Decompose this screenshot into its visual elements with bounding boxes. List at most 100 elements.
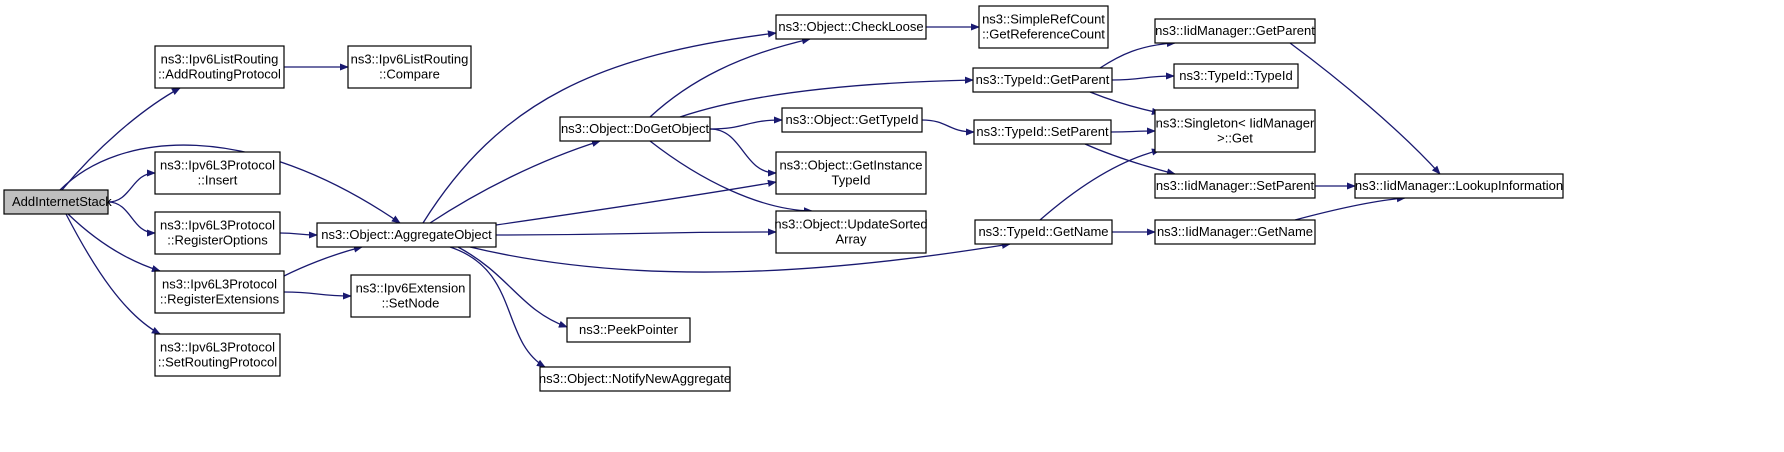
edge-aggregate-to-do_get (429, 140, 601, 224)
node-lookup[interactable]: ns3::IidManager::LookupInformation (1354, 173, 1564, 199)
edge-get_typeid-to-tid_setparent (921, 119, 975, 136)
node-tid-setparent[interactable]: ns3::TypeId::SetParent (973, 119, 1112, 145)
node-label-line: ns3::Object::AggregateObject (321, 227, 492, 242)
node-box (978, 5, 1109, 49)
edge-path (61, 87, 181, 191)
edge-path (1039, 148, 1161, 221)
edge-path (59, 144, 401, 224)
node-iid-setparent[interactable]: ns3::IidManager::SetParent (1154, 173, 1316, 199)
node-label-line: ns3::Ipv6L3Protocol (160, 218, 275, 233)
node-box (775, 151, 927, 195)
node-box (350, 274, 471, 318)
node-box (973, 119, 1112, 145)
node-box (1154, 109, 1316, 153)
node-label-line: ns3::IidManager::LookupInformation (1355, 178, 1563, 193)
edge-root-to-reg_options (107, 201, 156, 237)
edge-path (279, 231, 318, 239)
node-simple-ref[interactable]: ns3::SimpleRefCount::GetReferenceCount (978, 5, 1109, 49)
node-aggregate[interactable]: ns3::Object::AggregateObject (316, 222, 497, 248)
edge-root-to-add_routing (61, 87, 181, 191)
node-get-typeid[interactable]: ns3::Object::GetTypeId (781, 107, 923, 133)
node-box (539, 366, 731, 392)
node-label-line: ns3::Object::UpdateSorted (774, 217, 927, 232)
node-label-line: ns3::IidManager::GetParent (1155, 23, 1315, 38)
node-box (775, 14, 927, 40)
node-box (566, 317, 691, 343)
node-label-line: ::AddRoutingProtocol (158, 67, 281, 82)
node-label-line: ::Insert (198, 173, 238, 188)
edge-path (107, 201, 156, 237)
edge-path (679, 76, 974, 118)
nodes-layer: AddInternetStack ns3::Ipv6ListRouting::Ad… (3, 5, 1564, 392)
node-singleton[interactable]: ns3::Singleton< IidManager>::Get (1154, 109, 1316, 153)
node-label-line: ::SetRoutingProtocol (158, 355, 277, 370)
node-box (1154, 18, 1316, 44)
edge-path (1294, 195, 1406, 221)
node-label-line: ns3::IidManager::SetParent (1156, 178, 1315, 193)
node-root[interactable]: AddInternetStack (3, 189, 112, 215)
edge-reg_ext-to-set_node (283, 291, 352, 300)
edge-path (449, 246, 546, 368)
edge-tid_getparent-to-iid_getparent (1099, 39, 1176, 69)
node-label-line: ns3::PeekPointer (579, 322, 679, 337)
node-label-line: ns3::IidManager::GetName (1157, 224, 1313, 239)
node-box (974, 219, 1113, 245)
edge-path (921, 119, 975, 136)
edge-aggregate-to-peek (457, 246, 568, 328)
node-add-routing[interactable]: ns3::Ipv6ListRouting::AddRoutingProtocol (154, 45, 285, 89)
node-label-line: ::RegisterExtensions (160, 292, 280, 307)
node-notify[interactable]: ns3::Object::NotifyNewAggregate (539, 366, 731, 392)
edge-path (107, 169, 156, 203)
node-tid-getname[interactable]: ns3::TypeId::GetName (974, 219, 1113, 245)
node-check-loose[interactable]: ns3::Object::CheckLoose (775, 14, 927, 40)
node-label-line: ::Compare (379, 67, 440, 82)
edge-path (1099, 39, 1176, 69)
edge-root-to-set_routing (65, 213, 161, 335)
node-label-line: ::SetNode (382, 296, 440, 311)
edge-do_get-to-tid_getparent (679, 76, 974, 118)
edge-aggregate-to-update_sorted (495, 228, 777, 236)
node-reg-options[interactable]: ns3::Ipv6L3Protocol::RegisterOptions (154, 211, 281, 255)
node-tid-typeid[interactable]: ns3::TypeId::TypeId (1173, 63, 1299, 89)
edge-path (67, 213, 161, 273)
node-insert[interactable]: ns3::Ipv6L3Protocol::Insert (154, 151, 281, 195)
node-set-routing[interactable]: ns3::Ipv6L3Protocol::SetRoutingProtocol (154, 333, 281, 377)
edge-do_get-to-get_typeid (709, 116, 783, 130)
node-do-get[interactable]: ns3::Object::DoGetObject (559, 116, 711, 142)
edge-path (1289, 42, 1441, 175)
node-label-line: ns3::TypeId::SetParent (976, 124, 1109, 139)
node-label-line: ns3::TypeId::GetName (978, 224, 1108, 239)
edge-iid_getparent-to-lookup (1289, 42, 1441, 175)
edge-path (283, 245, 363, 277)
edge-path (422, 30, 777, 224)
node-label-line: ns3::Object::NotifyNewAggregate (539, 371, 731, 386)
edge-path (457, 246, 568, 328)
node-box (781, 107, 923, 133)
node-box (775, 210, 927, 254)
node-box (1154, 219, 1316, 245)
node-label-line: ::RegisterOptions (167, 233, 268, 248)
edge-path (1084, 143, 1176, 176)
edge-tid_getname-to-singleton (1039, 148, 1161, 221)
node-box (154, 45, 285, 89)
node-compare[interactable]: ns3::Ipv6ListRouting::Compare (347, 45, 472, 89)
edges-layer (59, 23, 1441, 368)
node-label-line: ns3::Object::DoGetObject (561, 121, 710, 136)
edge-aggregate-to-tid_getname (469, 241, 1011, 273)
node-peek[interactable]: ns3::PeekPointer (566, 317, 691, 343)
node-iid-getparent[interactable]: ns3::IidManager::GetParent (1154, 18, 1316, 44)
node-label-line: ns3::Ipv6L3Protocol (162, 277, 277, 292)
node-tid-getparent[interactable]: ns3::TypeId::GetParent (972, 67, 1113, 93)
node-box (1354, 173, 1564, 199)
node-set-node[interactable]: ns3::Ipv6Extension::SetNode (350, 274, 471, 318)
node-reg-ext[interactable]: ns3::Ipv6L3Protocol::RegisterExtensions (154, 270, 285, 314)
node-iid-getname[interactable]: ns3::IidManager::GetName (1154, 219, 1316, 245)
node-box (316, 222, 497, 248)
node-label-line: >::Get (1217, 131, 1253, 146)
node-box (154, 151, 281, 195)
edge-path (1110, 127, 1156, 135)
edge-path (495, 228, 777, 236)
